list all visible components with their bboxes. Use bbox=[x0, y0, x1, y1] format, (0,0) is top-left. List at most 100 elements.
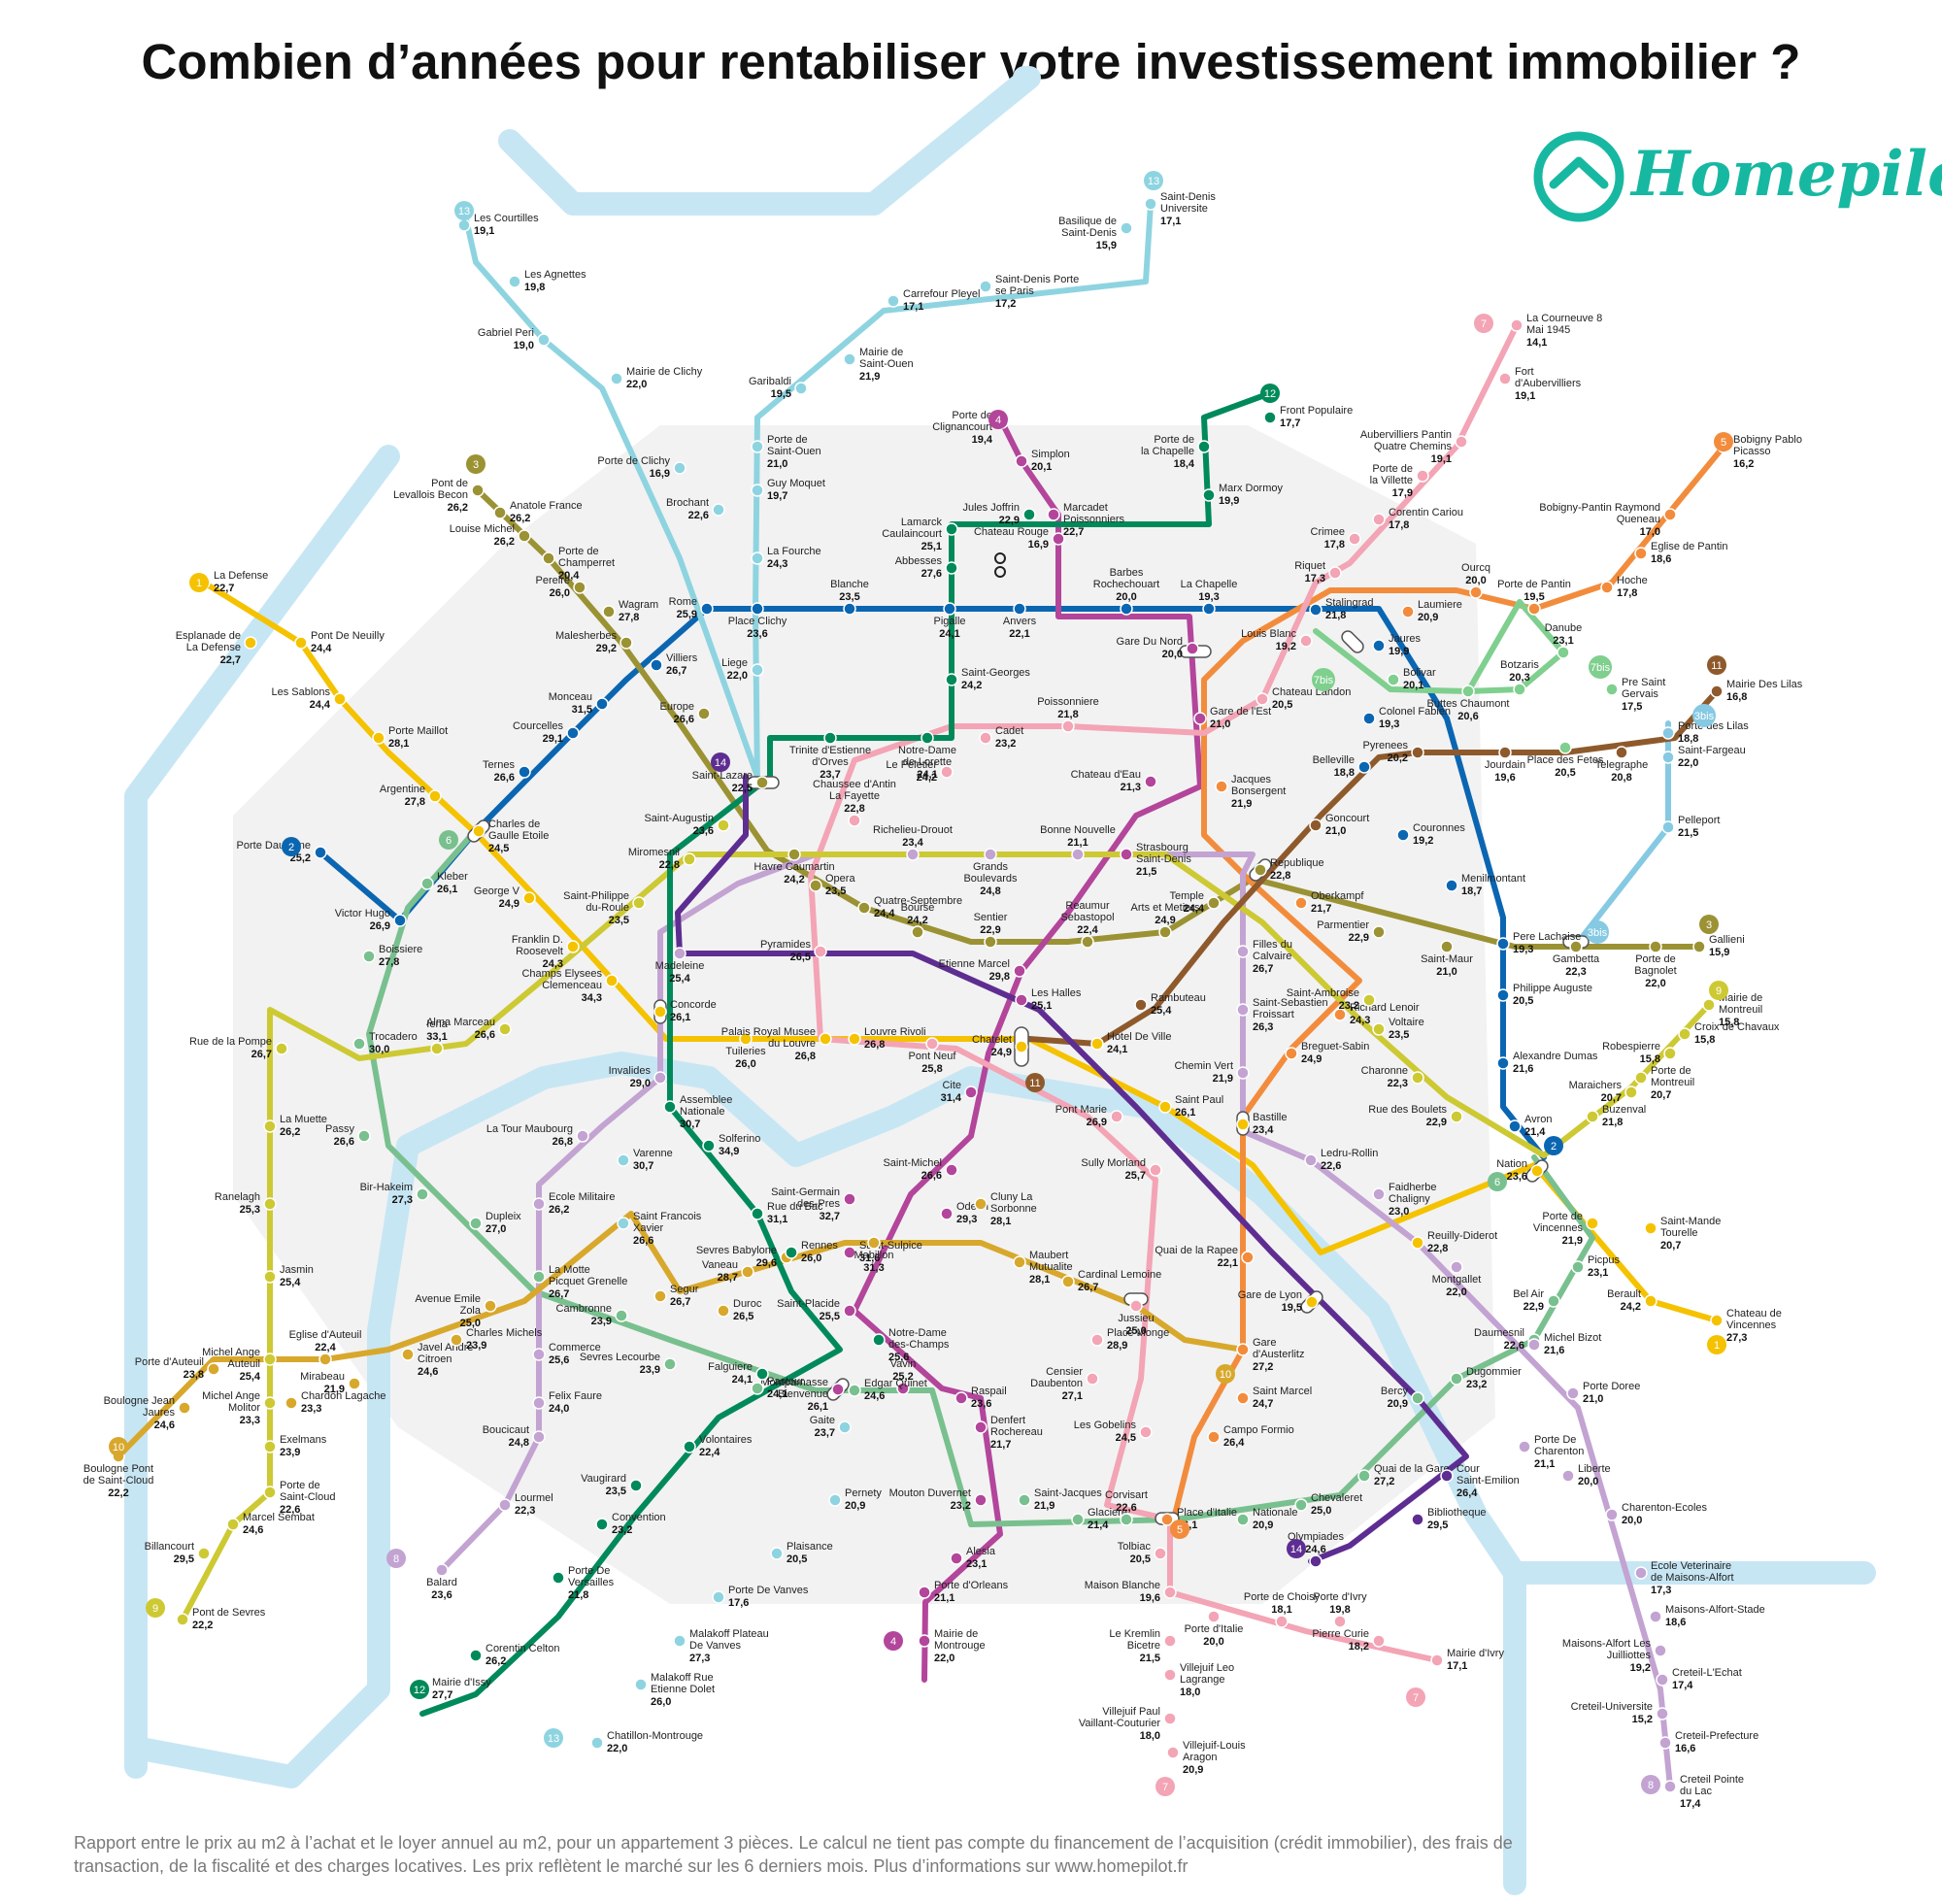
station-dot[interactable] bbox=[974, 1493, 988, 1507]
station-dot[interactable] bbox=[1411, 1391, 1424, 1405]
station-dot[interactable] bbox=[263, 1197, 277, 1211]
station-dot[interactable] bbox=[1158, 1100, 1172, 1114]
station-dot[interactable] bbox=[1120, 1513, 1133, 1526]
station-dot[interactable] bbox=[1663, 508, 1677, 521]
station-dot[interactable] bbox=[1362, 993, 1376, 1007]
station-dot[interactable] bbox=[1372, 1022, 1386, 1036]
station-dot[interactable] bbox=[590, 1736, 604, 1750]
station-dot[interactable] bbox=[751, 602, 764, 616]
station-dot[interactable] bbox=[1411, 746, 1424, 759]
line-badge-11[interactable]: 11 bbox=[1025, 1073, 1045, 1092]
station-dot[interactable] bbox=[838, 1420, 852, 1434]
station-dot[interactable] bbox=[1197, 440, 1211, 453]
station-dot[interactable] bbox=[1163, 1668, 1177, 1682]
station-dot[interactable] bbox=[848, 1384, 861, 1397]
station-dot[interactable] bbox=[1090, 1037, 1104, 1051]
station-dot[interactable] bbox=[1411, 1513, 1424, 1526]
station-dot[interactable] bbox=[787, 848, 801, 861]
station-dot[interactable] bbox=[1263, 411, 1277, 424]
station-dot[interactable] bbox=[634, 1678, 648, 1691]
line-badge-3bis[interactable]: 3bis bbox=[1692, 704, 1716, 727]
line-badge-10[interactable]: 10 bbox=[109, 1437, 128, 1456]
line-badge-1[interactable]: 1 bbox=[1707, 1335, 1726, 1354]
station-dot[interactable] bbox=[1139, 1425, 1153, 1439]
station-dot[interactable] bbox=[1496, 1056, 1510, 1070]
station-dot[interactable] bbox=[1569, 940, 1583, 953]
station-dot[interactable] bbox=[712, 1590, 725, 1604]
station-dot[interactable] bbox=[918, 1634, 931, 1648]
station-dot[interactable] bbox=[1656, 1707, 1669, 1720]
station-dot[interactable] bbox=[650, 658, 663, 672]
station-dot[interactable] bbox=[1047, 508, 1060, 521]
line-badge-14[interactable]: 14 bbox=[1287, 1539, 1306, 1558]
station-dot[interactable] bbox=[1372, 1634, 1386, 1648]
line-badge-7bis[interactable]: 7bis bbox=[1589, 655, 1612, 679]
station-dot[interactable] bbox=[532, 1348, 546, 1361]
station-dot[interactable] bbox=[333, 692, 347, 706]
line-badge-8[interactable]: 8 bbox=[386, 1549, 406, 1568]
station-dot[interactable] bbox=[1661, 820, 1675, 834]
station-dot[interactable] bbox=[887, 294, 900, 308]
station-dot[interactable] bbox=[1236, 1118, 1250, 1131]
station-dot[interactable] bbox=[420, 877, 434, 890]
station-dot[interactable] bbox=[430, 1042, 444, 1055]
station-dot[interactable] bbox=[1013, 602, 1026, 616]
station-dot[interactable] bbox=[566, 726, 580, 740]
station-dot[interactable] bbox=[1207, 1610, 1221, 1623]
station-dot[interactable] bbox=[602, 605, 616, 618]
station-dot[interactable] bbox=[1527, 1338, 1541, 1352]
station-dot[interactable] bbox=[974, 1197, 988, 1211]
line-badge-6[interactable]: 6 bbox=[1488, 1172, 1507, 1191]
station-dot[interactable] bbox=[1634, 1566, 1648, 1580]
station-dot[interactable] bbox=[263, 1119, 277, 1133]
station-dot[interactable] bbox=[393, 914, 407, 927]
station-dot[interactable] bbox=[532, 1396, 546, 1410]
station-dot[interactable] bbox=[469, 1217, 483, 1230]
station-dot[interactable] bbox=[1304, 1153, 1318, 1167]
